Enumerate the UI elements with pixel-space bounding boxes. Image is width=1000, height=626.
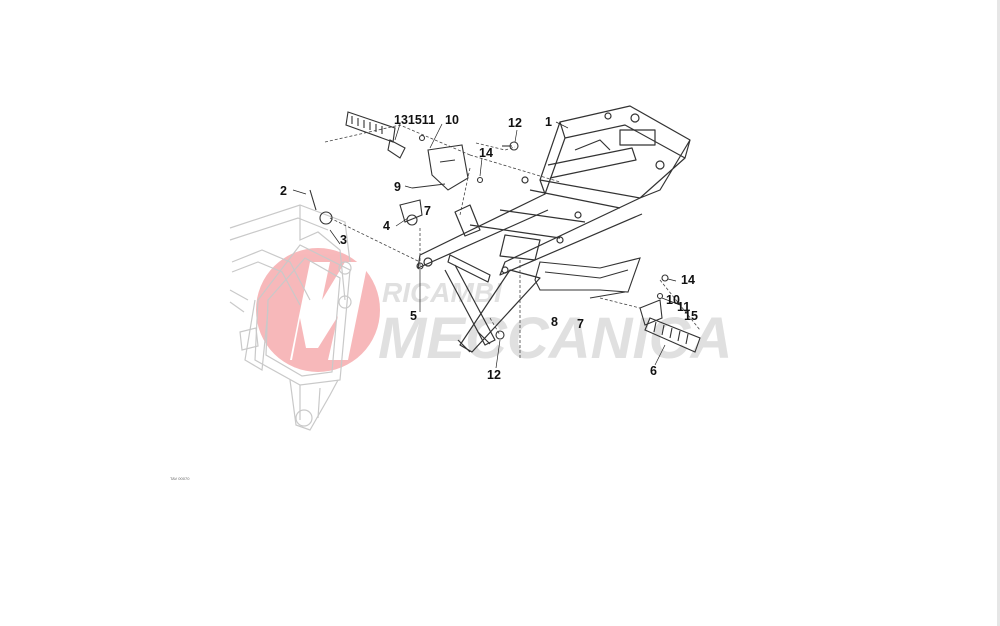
- callout-12-upper: 12: [508, 116, 522, 130]
- callout-3: 3: [340, 233, 347, 247]
- watermark-logo: [256, 248, 380, 372]
- callout-131511: 131511: [394, 113, 435, 127]
- callout-10-lower: 10: [666, 293, 680, 307]
- rear-subframe: [417, 105, 691, 353]
- callout-9: 9: [394, 180, 401, 194]
- callout-7-upper: 7: [424, 204, 431, 218]
- watermark-text-top: RICAMBI: [382, 277, 503, 308]
- callout-14-upper: 14: [479, 146, 493, 160]
- drawing-code: TAV 00070: [170, 476, 190, 481]
- callout-7-lower: 7: [577, 317, 584, 331]
- callout-4: 4: [383, 219, 390, 233]
- left-footpeg-assembly: [309, 111, 484, 270]
- callout-2: 2: [280, 184, 287, 198]
- callout-12-lower: 12: [487, 368, 501, 382]
- callout-6: 6: [650, 364, 657, 378]
- callout-15: 15: [684, 309, 698, 323]
- callout-11: 11: [677, 300, 690, 314]
- leader-lines: [324, 124, 701, 360]
- watermark-text-bottom: MECCANICA: [378, 306, 732, 371]
- callout-1: 1: [545, 115, 552, 129]
- callout-10-upper: 10: [445, 113, 459, 127]
- right-edge-border: [997, 0, 1000, 626]
- callout-5: 5: [410, 309, 417, 323]
- callout-leaders: [292, 121, 681, 369]
- callout-14-lower: 14: [681, 273, 695, 287]
- callout-8: 8: [551, 315, 558, 329]
- right-footpeg-assembly: [495, 141, 701, 353]
